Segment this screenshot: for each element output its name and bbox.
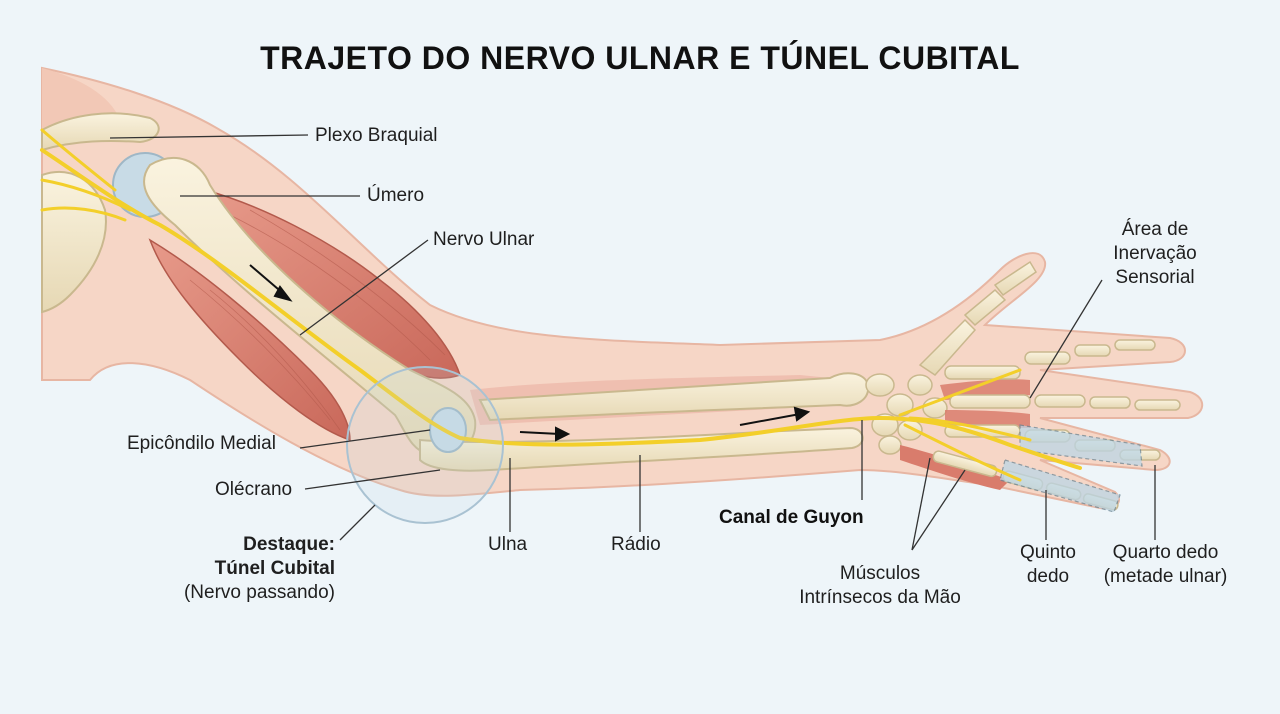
- label-quinto-dedo-line1: Quinto: [1020, 542, 1076, 563]
- label-olecrano: Olécrano: [215, 479, 293, 500]
- label-radio: Rádio: [611, 534, 661, 555]
- label-quarto-dedo: Quarto dedo (metade ulnar): [1088, 541, 1243, 589]
- label-destaque: Destaque: Túnel Cubital (Nervo passando): [140, 533, 335, 605]
- label-ulna: Ulna: [488, 534, 528, 555]
- label-epicondilo-medial: Epicôndilo Medial: [127, 433, 276, 454]
- label-quarto-dedo-line1: Quarto dedo: [1112, 542, 1219, 563]
- label-quinto-dedo-line2: dedo: [1026, 566, 1070, 587]
- label-plexo-braquial: Plexo Braquial: [315, 125, 438, 146]
- label-area-inervacao-line1: Área de: [1121, 219, 1189, 240]
- label-nervo-ulnar: Nervo Ulnar: [433, 229, 535, 250]
- clavicle-bone: [41, 112, 160, 152]
- leader-lines: [109, 134, 1156, 551]
- label-musculos-line1: Músculos: [839, 563, 921, 584]
- muscle-fibers: [189, 209, 446, 431]
- label-musculos-line2: Intrínsecos da Mão: [799, 587, 961, 608]
- ulna-bone: [419, 426, 864, 472]
- label-area-inervacao: Área de Inervação Sensorial: [1095, 218, 1215, 290]
- label-quarto-dedo-line2: (metade ulnar): [1103, 566, 1228, 587]
- interossei-muscle-2: [945, 410, 1030, 428]
- diagram-title: TRAJETO DO NERVO ULNAR E TÚNEL CUBITAL: [260, 40, 1020, 76]
- label-destaque-sub: (Nervo passando): [183, 582, 335, 603]
- sensory-area-little: [999, 459, 1121, 513]
- label-area-inervacao-line2: Inervação: [1113, 243, 1197, 264]
- label-destaque-line2: Túnel Cubital: [214, 558, 335, 579]
- nerve-direction-arrows: [249, 264, 811, 442]
- label-canal-guyon: Canal de Guyon: [719, 507, 864, 528]
- triceps-muscle: [148, 238, 351, 442]
- label-area-inervacao-line3: Sensorial: [1115, 267, 1195, 288]
- sensory-area-ring: [1019, 424, 1143, 467]
- label-quinto-dedo: Quinto dedo: [1003, 541, 1093, 589]
- label-musculos-intrinsecos: Músculos Intrínsecos da Mão: [770, 562, 990, 610]
- ulnar-nerve: [40, 148, 1082, 470]
- cubital-tunnel-highlight: [346, 366, 504, 524]
- label-destaque-line1: Destaque:: [243, 534, 335, 555]
- nerve-branches: [40, 128, 1032, 482]
- label-umero: Úmero: [367, 185, 425, 206]
